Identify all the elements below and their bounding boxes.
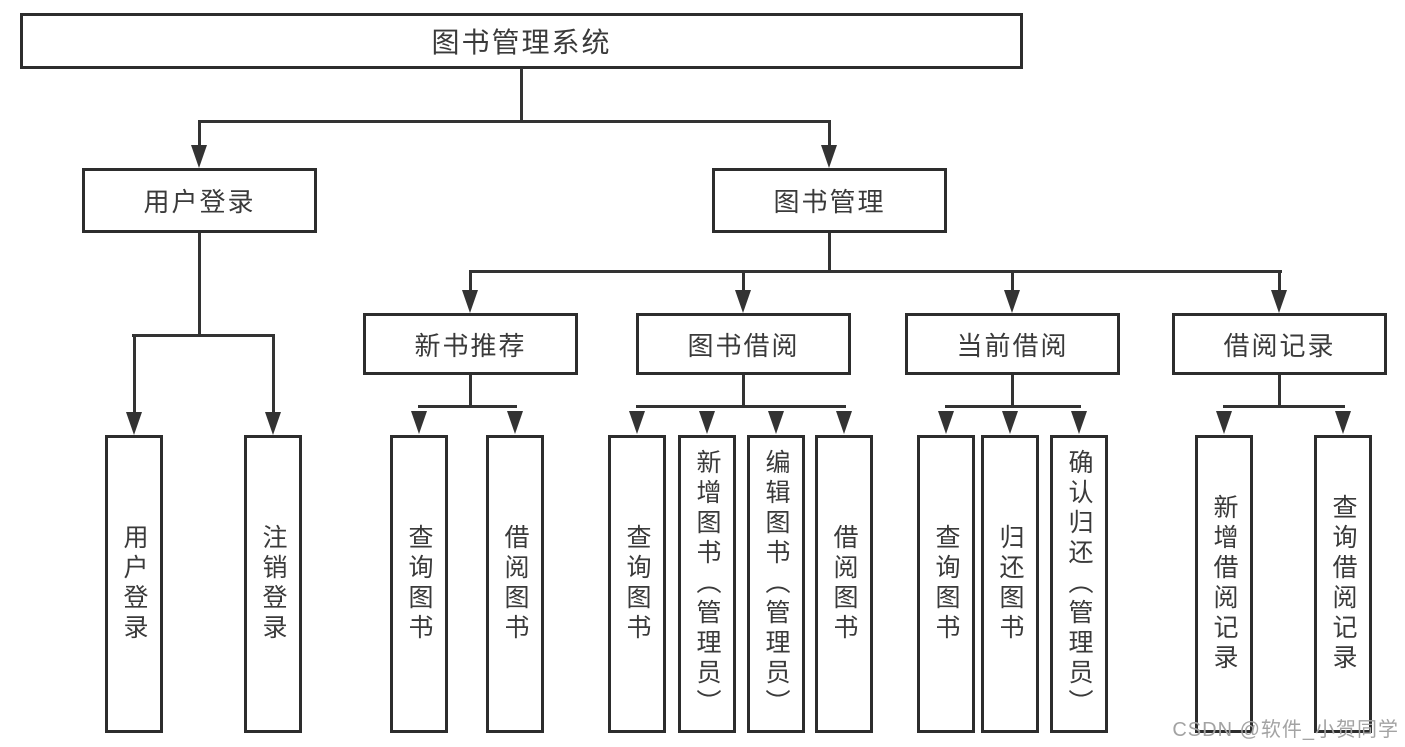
connector-vline — [828, 233, 831, 272]
node-label: 新增图书（管理员） — [693, 449, 721, 719]
node-label: 借阅图书 — [501, 524, 529, 644]
node-label: 查询图书 — [932, 524, 960, 644]
connector-arrow — [938, 411, 954, 434]
node-borrow-books: 借阅图书 — [486, 435, 544, 733]
connector-arrow — [507, 411, 523, 434]
node-query-books: 查询图书 — [917, 435, 975, 733]
connector-vline — [1011, 375, 1014, 407]
connector-hline — [945, 405, 1081, 408]
node-query-books: 查询图书 — [390, 435, 448, 733]
connector-hline — [132, 334, 275, 337]
connector-hline — [469, 270, 1282, 273]
connector-vline — [520, 68, 523, 120]
node-borrow-books: 借阅图书 — [815, 435, 873, 733]
connector-arrow — [411, 411, 427, 434]
node-borrowing-records: 借阅记录 — [1172, 313, 1387, 375]
node-label: 注销登录 — [259, 524, 287, 644]
connector-vline — [133, 337, 136, 413]
node-user-login-action: 用户登录 — [105, 435, 163, 733]
connector-arrow — [1071, 411, 1087, 434]
node-label: 确认归还（管理员） — [1065, 449, 1093, 719]
connector-arrow — [1271, 290, 1287, 313]
node-label: 新增借阅记录 — [1210, 494, 1238, 674]
node-book-management: 图书管理 — [712, 168, 947, 233]
node-label: 用户登录 — [120, 524, 148, 644]
connector-vline — [198, 122, 201, 146]
connector-arrow — [1002, 411, 1018, 434]
node-add-borrow-record: 新增借阅记录 — [1195, 435, 1253, 733]
connector-arrow — [1216, 411, 1232, 434]
node-new-book-recommendation: 新书推荐 — [363, 313, 578, 375]
node-label: 查询图书 — [623, 524, 651, 644]
connector-hline — [636, 405, 846, 408]
connector-arrow — [735, 290, 751, 313]
node-return-books: 归还图书 — [981, 435, 1039, 733]
connector-hline — [418, 405, 517, 408]
node-add-books-admin: 新增图书（管理员） — [678, 435, 736, 733]
connector-arrow — [629, 411, 645, 434]
connector-arrow — [1004, 290, 1020, 313]
node-label: 查询图书 — [405, 524, 433, 644]
csdn-watermark: CSDN @软件_小贺同学 — [1172, 719, 1399, 741]
connector-vline — [828, 122, 831, 146]
node-label: 归还图书 — [996, 524, 1024, 644]
connector-vline — [1011, 273, 1014, 290]
connector-arrow — [821, 145, 837, 168]
node-current-borrowing: 当前借阅 — [905, 313, 1120, 375]
connector-vline — [742, 273, 745, 290]
node-book-borrowing: 图书借阅 — [636, 313, 851, 375]
node-user-login: 用户登录 — [82, 168, 317, 233]
node-logout: 注销登录 — [244, 435, 302, 733]
connector-vline — [1278, 375, 1281, 407]
node-label: 借阅图书 — [830, 524, 858, 644]
node-query-borrow-record: 查询借阅记录 — [1314, 435, 1372, 733]
connector-arrow — [768, 411, 784, 434]
connector-hline — [198, 120, 831, 123]
connector-arrow — [191, 145, 207, 168]
connector-vline — [742, 375, 745, 407]
connector-hline — [1223, 405, 1345, 408]
connector-vline — [469, 375, 472, 407]
node-edit-books-admin: 编辑图书（管理员） — [747, 435, 805, 733]
connector-arrow — [126, 412, 142, 435]
node-label: 编辑图书（管理员） — [762, 449, 790, 719]
node-library-management-system: 图书管理系统 — [20, 13, 1023, 69]
node-query-books: 查询图书 — [608, 435, 666, 733]
node-label: 查询借阅记录 — [1329, 494, 1357, 674]
connector-vline — [198, 233, 201, 336]
connector-arrow — [462, 290, 478, 313]
node-confirm-return-admin: 确认归还（管理员） — [1050, 435, 1108, 733]
connector-arrow — [1335, 411, 1351, 434]
connector-vline — [1278, 273, 1281, 290]
connector-vline — [469, 273, 472, 290]
connector-arrow — [265, 412, 281, 435]
connector-arrow — [836, 411, 852, 434]
connector-vline — [272, 337, 275, 413]
connector-arrow — [699, 411, 715, 434]
